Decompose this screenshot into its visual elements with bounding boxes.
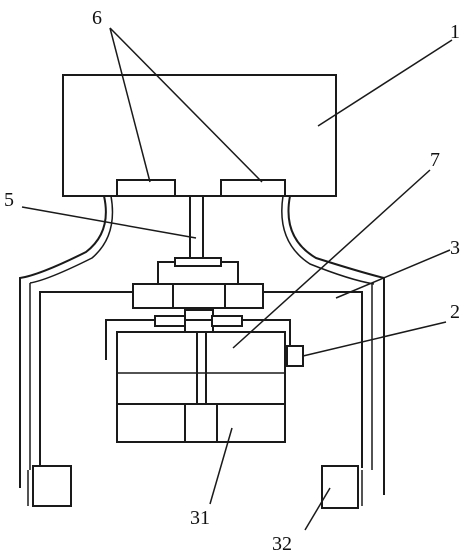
foot-left: [32, 465, 72, 507]
sensor-right: [220, 179, 286, 197]
carriage-plate-left: [154, 315, 186, 327]
label-32: 32: [272, 533, 292, 555]
leader-3: [335, 249, 451, 299]
carriage-plate-right: [211, 315, 243, 327]
side-connector: [286, 345, 304, 367]
label-31: 31: [190, 507, 210, 529]
label-3: 3: [450, 237, 460, 259]
leader-5: [21, 206, 197, 239]
label-2: 2: [450, 301, 460, 323]
frame-left: [39, 291, 133, 470]
leader-7: [232, 169, 431, 349]
leader-1: [317, 39, 453, 127]
top-housing: [62, 74, 337, 197]
leader-31: [209, 427, 233, 505]
carriage-bracket: [105, 319, 291, 362]
leader-32: [304, 487, 331, 531]
coupling-core: [172, 283, 226, 309]
leader-6b: [109, 27, 263, 183]
leader-2: [302, 321, 447, 357]
leader-6a: [109, 27, 151, 183]
motor-block-upper: [116, 331, 286, 405]
coupling-pin: [184, 309, 214, 335]
motor-axis-sleeve: [184, 403, 218, 443]
label-6: 6: [92, 7, 102, 29]
label-1: 1: [450, 21, 460, 43]
label-5: 5: [4, 189, 14, 211]
neck-left-outer: [19, 195, 107, 488]
foot-right: [321, 465, 359, 509]
neck-right-outer: [287, 195, 385, 495]
neck-left-inner: [29, 195, 114, 284]
sensor-left: [116, 179, 176, 197]
label-7: 7: [430, 149, 440, 171]
coupling-cap: [174, 257, 222, 267]
neck-right-inner: [281, 195, 375, 285]
